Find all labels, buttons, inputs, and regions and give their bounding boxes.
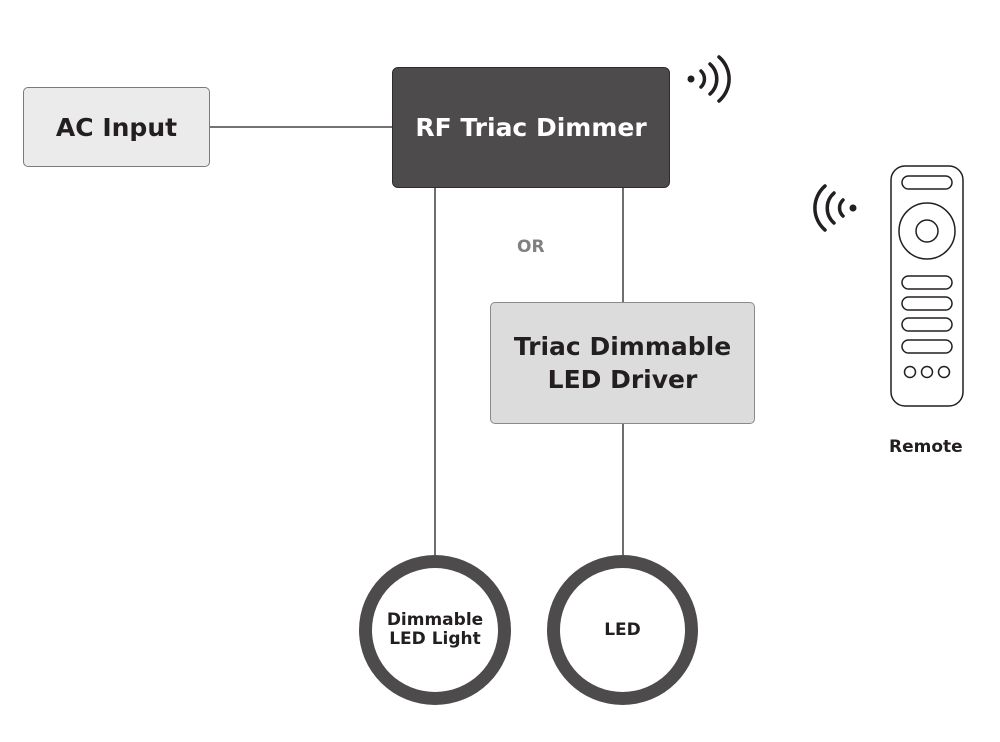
remote-label: Remote (889, 437, 963, 457)
remote-control-icon[interactable] (890, 165, 964, 407)
ac-input-box: AC Input (23, 87, 210, 167)
ac-input-label: AC Input (55, 112, 178, 142)
led-circle: LED (547, 555, 698, 705)
wireless-signal-icon (687, 55, 731, 103)
or-label: OR (517, 237, 545, 257)
rf-triac-dimmer-box: RF Triac Dimmer (392, 67, 670, 188)
rf-triac-dimmer-label: RF Triac Dimmer (415, 113, 647, 142)
dimmable-label-line2: LED Light (389, 629, 481, 649)
driver-label-line1: Triac Dimmable (513, 332, 732, 361)
driver-label-line2: LED Driver (547, 365, 698, 394)
dimmable-label-line1: Dimmable (386, 610, 484, 630)
dimmable-led-light-circle: Dimmable LED Light (359, 555, 511, 705)
led-label: LED (604, 620, 641, 640)
triac-led-driver-box: Triac Dimmable LED Driver (490, 302, 755, 424)
wireless-signal-icon (813, 184, 857, 232)
